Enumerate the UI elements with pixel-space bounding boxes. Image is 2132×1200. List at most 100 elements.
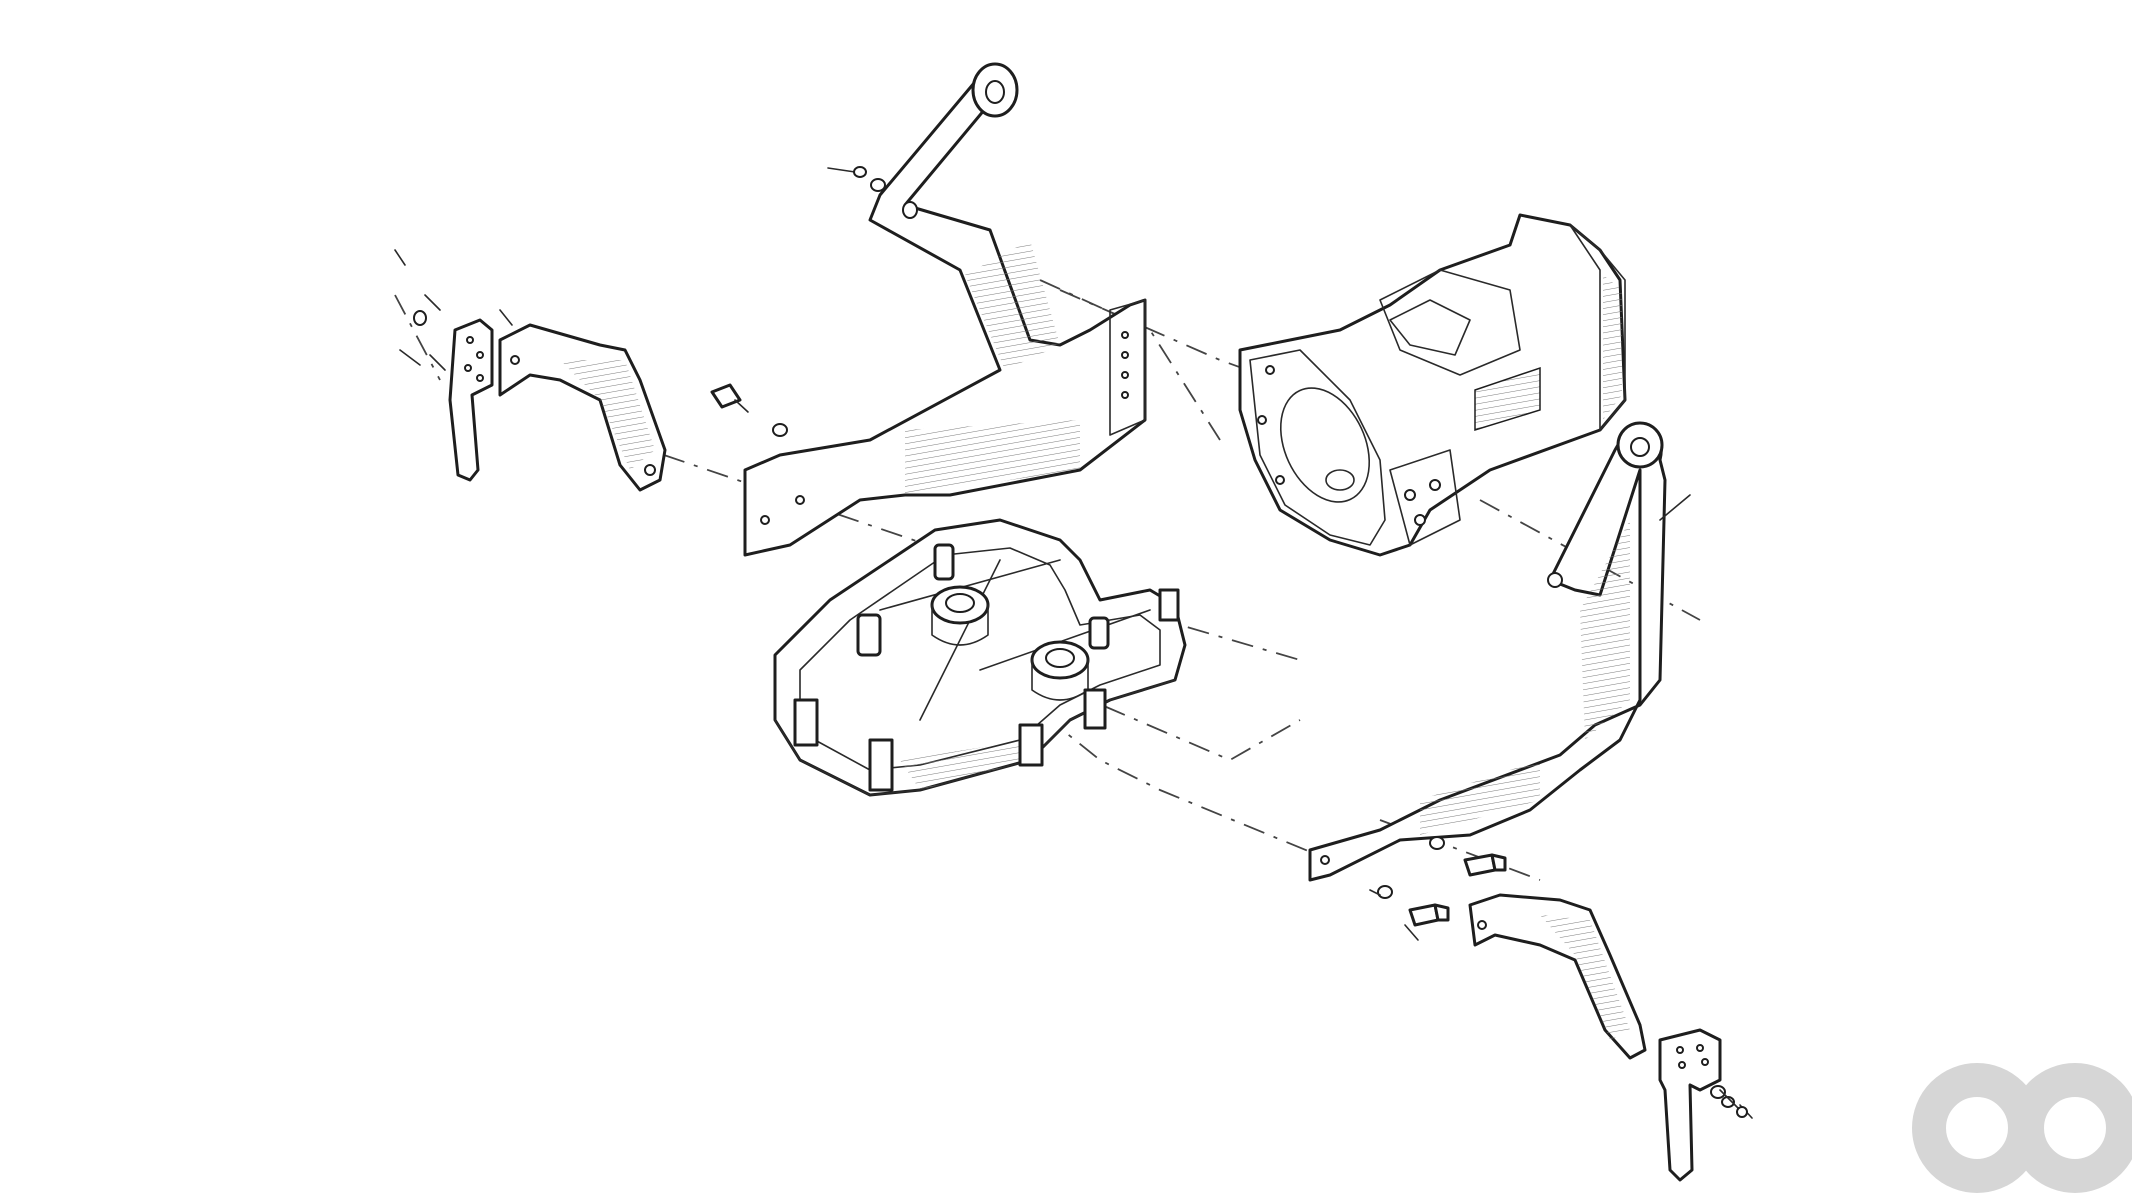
lower-plate-hole-2 [1696, 1044, 1704, 1052]
left-screw-2 [424, 294, 441, 311]
frame-inner-rim [799, 547, 1161, 771]
screw-lower-2 [1404, 924, 1419, 941]
frame-boss-left-bore [945, 593, 975, 613]
bolt-left-head [710, 383, 742, 409]
upper-arm-end-hole [902, 201, 918, 219]
left-mounting-plate [394, 249, 513, 482]
bolt-lower-2-shank [1408, 903, 1440, 927]
watermark-ring-right [2010, 1063, 2132, 1193]
right-arm-bracket [1308, 421, 1691, 882]
lower-bracket-hatch [1540, 915, 1630, 1040]
lower-mounting-plate [1658, 1028, 1753, 1182]
frame-lug-1 [793, 698, 819, 747]
washer-lower-1 [1429, 836, 1445, 850]
right-arm-foot-hole [1320, 855, 1330, 865]
left-screw-1 [394, 249, 406, 266]
right-arm-hatch-lower [1420, 760, 1540, 835]
frame-lug-3 [1018, 723, 1044, 767]
frame-lug-2 [868, 738, 894, 792]
left-plate-hole-2 [476, 351, 484, 359]
centerline-lower-bracket [1379, 819, 1541, 881]
housing-flange-bolt-3 [1275, 475, 1285, 485]
right-arm-end-hole [1547, 572, 1563, 588]
centerline-left-plate [394, 294, 441, 381]
left-screw-4 [429, 354, 446, 371]
bolt-lower-2-head [1433, 903, 1450, 922]
housing-bolt-2 [1429, 479, 1441, 491]
housing-input-shaft [1325, 469, 1355, 491]
left-plate-hole-3 [464, 364, 472, 372]
transmission-housing [1238, 213, 1627, 557]
housing-rear-ribs [1603, 275, 1622, 420]
upper-arm-bracket [743, 62, 1147, 557]
lower-plate-hole-4 [1701, 1058, 1709, 1066]
housing-valve-block [1389, 449, 1461, 546]
upper-arm-foot-hole-2 [795, 495, 805, 505]
washer-left [772, 423, 788, 437]
central-frame [773, 518, 1187, 797]
lower-plate-hole-1 [1676, 1046, 1684, 1054]
frame-boss-right-bore [1045, 648, 1075, 668]
frame-lug-5 [1158, 588, 1180, 622]
upper-arm-fasteners [710, 166, 886, 437]
upper-arm-flange [1109, 299, 1146, 436]
upper-arm-pivot-hole [985, 80, 1005, 104]
housing-side-window-grille [1474, 366, 1541, 432]
right-arm-tab [1659, 494, 1691, 521]
housing-top-cover [1379, 269, 1521, 376]
housing-flange-bolt-2 [1257, 415, 1267, 425]
left-plate-body [448, 318, 494, 482]
frame-post-1 [856, 613, 882, 657]
right-arm-pivot-hole [1630, 437, 1650, 457]
frame-boss-left-side [931, 604, 989, 646]
frame-crossbar-3 [919, 559, 1001, 721]
upper-arm-hatch-lower [905, 420, 1080, 495]
screw-lower-1 [1369, 889, 1381, 896]
lower-plate-hole-3 [1678, 1061, 1686, 1069]
housing-top-port [1389, 299, 1471, 356]
frame-crossbar-2 [979, 609, 1151, 671]
upper-arm-flange-hole-2 [1121, 351, 1129, 359]
screw-upper-1 [827, 167, 856, 173]
frame-side-hatch [900, 740, 1030, 790]
left-bracket-hatch [560, 360, 655, 470]
left-plate-hole-4 [476, 374, 484, 382]
lower-plate-body [1658, 1028, 1722, 1182]
left-screw-5 [499, 309, 513, 326]
housing-flange-bolt-1 [1265, 365, 1275, 375]
frame-crossbar-1 [879, 559, 1061, 611]
bolt-left-shank [734, 399, 749, 413]
bolt-lower-1-shank [1463, 853, 1497, 877]
left-washer-1 [413, 310, 427, 326]
left-bracket [498, 323, 667, 492]
watermark-logo [1912, 1063, 2132, 1193]
frame-lug-4 [1083, 688, 1107, 730]
left-screw-3 [399, 349, 421, 366]
housing-rear-plate [1569, 224, 1626, 431]
left-plate-hole-1 [466, 336, 474, 344]
washer-lower-2 [1377, 885, 1393, 899]
upper-arm-flange-hole-4 [1121, 391, 1129, 399]
housing-bolt-1 [1404, 489, 1416, 501]
upper-arm-flange-hole-3 [1121, 371, 1129, 379]
right-arm-hatch [1580, 520, 1630, 740]
washer-upper-2 [870, 178, 886, 192]
left-bracket-end-hole [644, 464, 656, 476]
lower-fasteners [1369, 836, 1507, 941]
lower-plate-screw-1 [1719, 1089, 1741, 1111]
centerline-frame-mid [1019, 669, 1301, 762]
housing-main-body [1238, 213, 1627, 557]
upper-arm-hatch [965, 240, 1060, 370]
lower-right-bracket [1468, 893, 1647, 1060]
bolt-lower-1-head [1490, 853, 1507, 872]
housing-bell-opening [1279, 387, 1371, 503]
upper-arm-foot-hole-1 [760, 515, 770, 525]
frame-post-2 [933, 543, 955, 581]
upper-arm-flange-hole-1 [1121, 331, 1129, 339]
lower-bracket-hole [1477, 920, 1487, 930]
lower-plate-nut [1736, 1106, 1748, 1118]
centerline-frame-lower [899, 599, 1331, 861]
left-bracket-hole [510, 355, 520, 365]
